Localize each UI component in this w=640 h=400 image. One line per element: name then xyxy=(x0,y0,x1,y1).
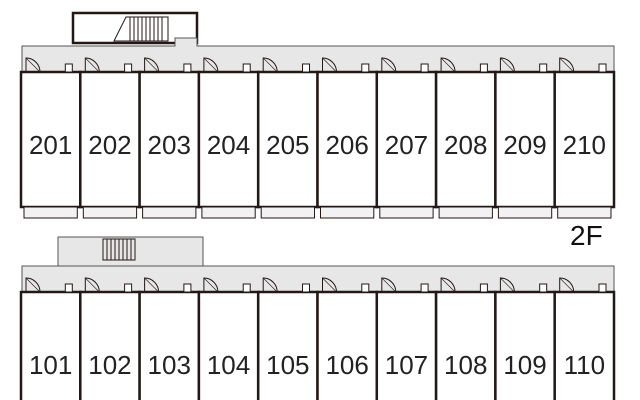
room-number: 205 xyxy=(266,130,309,160)
door-icon xyxy=(144,57,192,73)
room-106: 106 xyxy=(316,277,379,400)
room-number: 209 xyxy=(503,130,546,160)
door-icon xyxy=(499,277,548,293)
room-outline xyxy=(375,290,438,400)
door-icon xyxy=(144,277,192,293)
door-icon xyxy=(440,277,488,293)
room-number: 107 xyxy=(385,350,428,380)
door-icon xyxy=(381,277,429,293)
door-icon xyxy=(262,57,310,73)
room-number: 109 xyxy=(503,350,546,380)
door-icon xyxy=(84,277,133,293)
room-number: 108 xyxy=(444,350,487,380)
door-icon xyxy=(262,277,310,293)
room-202: 202 xyxy=(79,57,141,219)
room-110: 110 xyxy=(553,277,616,400)
room-207: 207 xyxy=(375,57,438,219)
room-outline xyxy=(256,290,319,400)
room-number: 202 xyxy=(88,130,131,160)
room-number: 104 xyxy=(207,350,250,380)
room-205: 205 xyxy=(256,57,319,219)
room-208: 208 xyxy=(434,57,497,219)
room-104: 104 xyxy=(197,277,260,400)
room-outline xyxy=(494,70,556,209)
room-101: 101 xyxy=(19,277,82,400)
room-210: 210 xyxy=(553,57,616,219)
room-outline xyxy=(79,290,141,400)
room-number: 105 xyxy=(266,350,309,380)
room-outline xyxy=(79,70,141,209)
stair-icon xyxy=(113,16,169,42)
room-number: 207 xyxy=(385,130,428,160)
floor-2: 201 202 203 204 205 206 207 208 209 210 2F xyxy=(19,11,616,251)
room-number: 106 xyxy=(325,350,368,380)
room-number: 103 xyxy=(148,350,191,380)
room-number: 110 xyxy=(564,350,605,380)
door-icon xyxy=(203,57,251,73)
door-icon xyxy=(25,57,73,73)
room-number: 204 xyxy=(207,130,250,160)
balcony xyxy=(379,206,434,219)
room-outline xyxy=(434,290,497,400)
floor-1: 101 102 103 104 105 106 107 108 109 110 xyxy=(19,236,616,400)
room-209: 209 xyxy=(494,57,556,219)
room-105: 105 xyxy=(256,277,319,400)
room-number: 206 xyxy=(325,130,368,160)
balcony xyxy=(201,206,256,219)
room-102: 102 xyxy=(79,277,141,400)
room-number: 203 xyxy=(148,130,191,160)
room-number: 208 xyxy=(444,130,487,160)
corridor-1f xyxy=(21,265,615,293)
room-203: 203 xyxy=(138,57,201,219)
stair-landing-2f xyxy=(71,11,199,45)
room-206: 206 xyxy=(316,57,379,219)
room-outline xyxy=(138,290,201,400)
door-icon xyxy=(203,277,251,293)
balcony xyxy=(497,206,553,219)
door-icon xyxy=(440,57,488,73)
floor-label-2f: 2F xyxy=(570,220,603,251)
stair-icon xyxy=(102,238,136,261)
balcony xyxy=(438,206,493,219)
room-outline xyxy=(553,70,616,209)
room-103: 103 xyxy=(138,277,201,400)
room-outline xyxy=(256,70,319,209)
room-outline xyxy=(375,70,438,209)
balcony xyxy=(23,206,78,219)
room-number: 102 xyxy=(88,350,131,380)
door-icon xyxy=(559,277,607,293)
door-icon xyxy=(84,57,133,73)
room-outline xyxy=(19,290,82,400)
door-icon xyxy=(25,277,73,293)
balcony xyxy=(320,206,375,219)
balcony xyxy=(142,206,197,219)
balcony xyxy=(82,206,138,219)
room-outline xyxy=(553,290,616,400)
room-109: 109 xyxy=(494,277,556,400)
balcony xyxy=(557,206,612,219)
room-204: 204 xyxy=(197,57,260,219)
door-icon xyxy=(559,57,607,73)
door-icon xyxy=(322,57,370,73)
room-outline xyxy=(316,70,379,209)
room-108: 108 xyxy=(434,277,497,400)
room-outline xyxy=(494,290,556,400)
room-number: 101 xyxy=(29,350,72,380)
room-outline xyxy=(316,290,379,400)
balcony xyxy=(260,206,316,219)
room-107: 107 xyxy=(375,277,438,400)
door-icon xyxy=(499,57,548,73)
room-number: 201 xyxy=(29,130,72,160)
room-outline xyxy=(197,290,260,400)
room-number: 210 xyxy=(563,130,606,160)
room-201: 201 xyxy=(19,57,82,219)
door-icon xyxy=(381,57,429,73)
door-icon xyxy=(322,277,370,293)
